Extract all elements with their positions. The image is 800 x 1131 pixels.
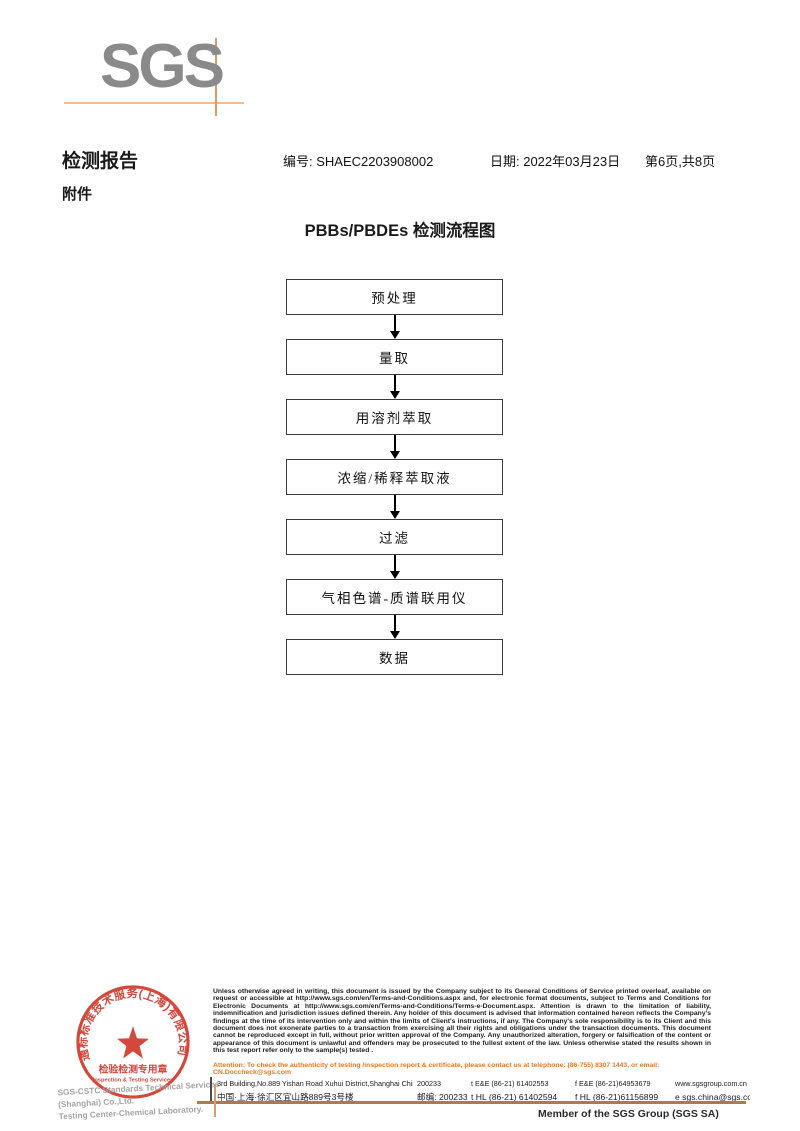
report-title: 检测报告 [62, 151, 139, 172]
flow-step-box: 过滤 [286, 519, 503, 555]
page-indicator: 第6页,共8页 [645, 154, 716, 169]
flowchart-steps: 预处理量取用溶剂萃取浓缩/稀释萃取液过滤气相色谱-质谱联用仪数据 [286, 279, 503, 675]
flow-step-box: 量取 [286, 339, 503, 375]
flow-step-box: 预处理 [286, 279, 503, 315]
legal-disclaimer-text: Unless otherwise agreed in writing, this… [213, 988, 711, 1055]
postcode-en: 200233 [417, 1079, 441, 1088]
flow-step-box: 气相色谱-质谱联用仪 [286, 579, 503, 615]
address-row-en: 3rd Building,No.889 Yishan Road Xuhui Di… [217, 1077, 750, 1090]
flow-down-arrow-icon [286, 615, 503, 639]
stamp-star-icon [117, 1026, 149, 1059]
fax-cn: f HL (86-21)61156899 [575, 1091, 659, 1102]
address-cn: 中国·上海·徐汇区宜山路889号3号楼 [217, 1091, 354, 1102]
website-url: www.sgsgroup.com.cn [675, 1079, 747, 1088]
flow-down-arrow-icon [286, 315, 503, 339]
sgs-member-text: Member of the SGS Group (SGS SA) [538, 1108, 719, 1120]
company-stamp-icon: 通标标准技术服务(上海)有限公司 检验检测专用章 Inspection & Te… [76, 985, 190, 1099]
address-row-cn: 中国·上海·徐汇区宜山路889号3号楼 邮编: 200233 t HL (86-… [217, 1090, 750, 1103]
flow-step-box: 数据 [286, 639, 503, 675]
sgs-logo-text: SGS [100, 32, 225, 101]
stamp-center-text: 检验检测专用章 [99, 1062, 168, 1075]
attention-notice-text: Attention: To check the authenticity of … [213, 1062, 660, 1077]
flow-down-arrow-icon [286, 435, 503, 459]
flow-down-arrow-icon [286, 555, 503, 579]
flow-down-arrow-icon [286, 495, 503, 519]
footer-crosshair-line [214, 1084, 216, 1117]
fax-en: f E&E (86-21)64953679 [575, 1079, 651, 1088]
sgs-logo: SGS [62, 18, 262, 128]
report-date: 日期: 2022年03月23日 [490, 154, 621, 169]
phone-en: t E&E (86-21) 61402553 [471, 1079, 549, 1088]
postcode-cn: 邮编: 200233 [417, 1091, 467, 1102]
stamp-english-text: Inspection & Testing Services [93, 1077, 174, 1083]
lab-company-name: SGS-CSTC Standards Technical Services (S… [57, 1078, 224, 1123]
phone-cn: t HL (86-21) 61402594 [471, 1091, 558, 1102]
flowchart-title: PBBs/PBDEs 检测流程图 [304, 222, 496, 240]
email-address: e sgs.china@sgs.com [675, 1091, 750, 1102]
flow-step-box: 用溶剂萃取 [286, 399, 503, 435]
logo-horizontal-line [64, 102, 244, 104]
footer-divider-line [197, 1101, 746, 1104]
report-number: 编号: SHAEC2203908002 [283, 154, 434, 169]
address-block: 3rd Building,No.889 Yishan Road Xuhui Di… [210, 1077, 750, 1103]
address-en: 3rd Building,No.889 Yishan Road Xuhui Di… [217, 1079, 413, 1088]
flow-down-arrow-icon [286, 375, 503, 399]
attachment-label: 附件 [62, 186, 93, 203]
logo-vertical-line [215, 38, 217, 116]
flow-step-box: 浓缩/稀释萃取液 [286, 459, 503, 495]
